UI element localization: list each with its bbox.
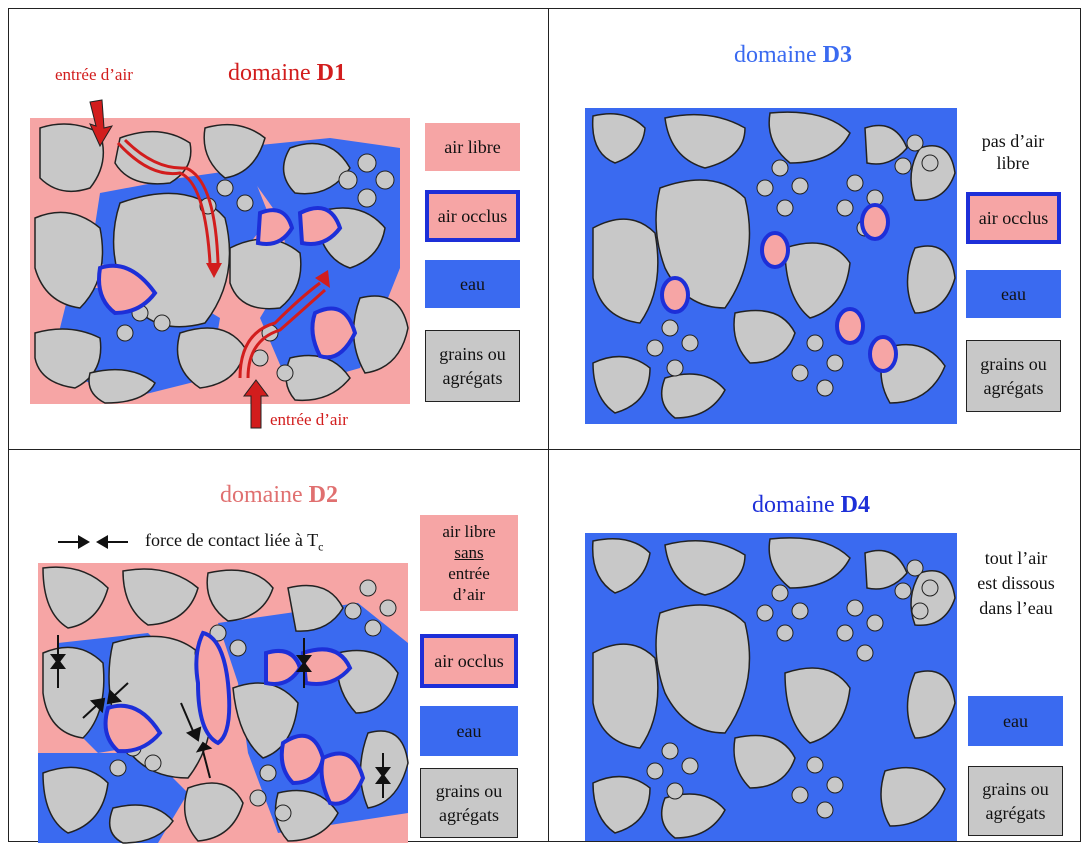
- d2-legend-water: eau: [420, 706, 518, 756]
- vertical-divider: [548, 8, 549, 842]
- contact-force-icon: [58, 535, 128, 549]
- d4-note-line1: tout l’air: [984, 548, 1048, 568]
- d2-title: domaine D2: [220, 482, 338, 509]
- d2-legend-free-air-line2: sans entrée: [448, 542, 490, 584]
- d4-note-line2: est dissous: [977, 573, 1055, 593]
- d2-legend-free-air-line1: air libre: [442, 522, 496, 541]
- d3-legend-occluded-air: air occlus: [966, 192, 1061, 244]
- d2-legend-grains-line1: grains ou: [435, 781, 503, 801]
- d2-legend-free-air-entry: entrée: [448, 564, 490, 583]
- d1-soil-diagram: [30, 118, 410, 404]
- d1-air-entry-arrow-top: [89, 99, 114, 148]
- d3-legend-grains-line2: agrégats: [983, 378, 1044, 398]
- d1-title-code: D1: [316, 60, 346, 86]
- d1-air-entry-bottom: entrée d’air: [270, 410, 348, 429]
- d3-title-prefix: domaine: [734, 42, 823, 68]
- d1-title: domaine D1: [228, 60, 346, 87]
- d2-contact-note: force de contact liée à Tc: [145, 530, 323, 555]
- d1-air-entry-top: entrée d’air: [55, 65, 133, 84]
- d2-legend-free-air-sans: sans: [454, 543, 484, 562]
- d1-legend-grains-line1: grains ou: [439, 344, 506, 364]
- d4-legend-grains-line1: grains ou: [982, 779, 1049, 799]
- d2-contact-note-sub: c: [318, 539, 324, 554]
- d4-note-line3: dans l’eau: [979, 598, 1053, 618]
- d3-legend-water: eau: [966, 270, 1061, 318]
- d1-legend-occluded-air: air occlus: [425, 190, 520, 242]
- d3-note-line1: pas d’air: [981, 131, 1045, 151]
- d4-legend-grains-line2: agrégats: [985, 803, 1046, 823]
- d2-legend-grains: grains ou agrégats: [420, 768, 518, 838]
- d3-note: pas d’air libre: [968, 130, 1058, 174]
- d2-legend-grains-line2: agrégats: [439, 805, 499, 825]
- d3-title-code: D3: [822, 42, 852, 68]
- d4-title-code: D4: [840, 492, 870, 518]
- d3-soil-diagram: [585, 108, 957, 424]
- d4-legend-water: eau: [968, 696, 1063, 746]
- d3-legend-grains: grains ou agrégats: [966, 340, 1061, 412]
- d4-note: tout l’air est dissous dans l’eau: [966, 546, 1066, 621]
- figure-frame: [8, 8, 1081, 842]
- d2-legend-free-air: air libre sans entrée d’air: [420, 515, 518, 611]
- d4-soil-diagram: [585, 533, 957, 841]
- d1-title-prefix: domaine: [228, 60, 317, 86]
- d3-title: domaine D3: [734, 42, 852, 69]
- d2-legend-free-air-line3: d’air: [452, 585, 486, 604]
- d1-legend-grains-line2: agrégats: [442, 368, 503, 388]
- d1-legend-water: eau: [425, 260, 520, 308]
- d2-legend-occluded-air: air occlus: [420, 634, 518, 688]
- d2-contact-note-text: force de contact liée à T: [145, 530, 319, 550]
- d4-legend-grains: grains ou agrégats: [968, 766, 1063, 836]
- d1-legend-grains: grains ou agrégats: [425, 330, 520, 402]
- d1-legend-free-air: air libre: [425, 123, 520, 171]
- d2-title-code: D2: [308, 482, 338, 508]
- d2-soil-diagram: [38, 563, 409, 844]
- d3-note-line2: libre: [996, 153, 1030, 173]
- d4-title-prefix: domaine: [752, 492, 841, 518]
- d3-legend-grains-line1: grains ou: [980, 354, 1047, 374]
- d4-title: domaine D4: [752, 492, 870, 519]
- horizontal-divider: [8, 449, 1081, 450]
- d2-title-prefix: domaine: [220, 482, 309, 508]
- d1-air-entry-arrow-bottom: [243, 379, 269, 429]
